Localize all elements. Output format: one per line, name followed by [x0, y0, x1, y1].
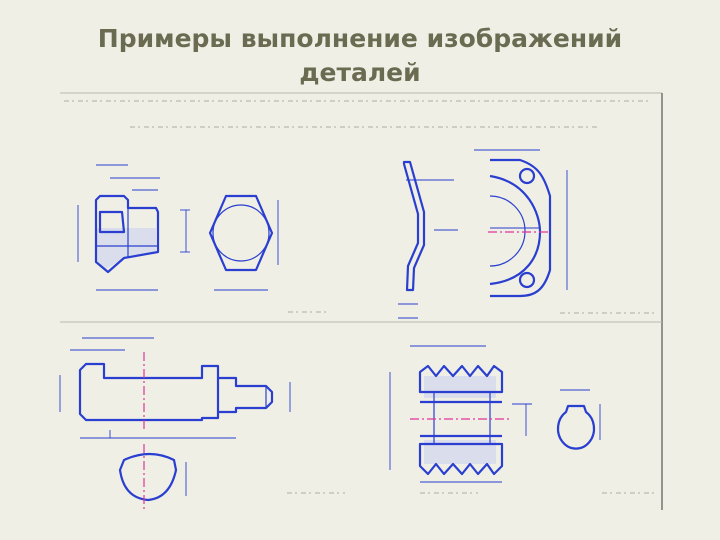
slide-title: Примеры выполнение изображений деталей: [60, 22, 660, 90]
nut-top-view-icon: [208, 194, 279, 291]
shaft-view-icon: [59, 337, 291, 439]
shaft-section-icon: [118, 444, 187, 510]
slide-title-line-2: деталей: [299, 58, 421, 87]
drawing-frame: [60, 92, 663, 510]
pulley-section-icon: [389, 345, 532, 483]
faded-notes: [64, 100, 656, 494]
slide-title-line-1: Примеры выполнение изображений: [97, 24, 623, 53]
nut-front-view-icon: [77, 164, 190, 291]
pulley-hub-section-icon: [556, 389, 601, 450]
bent-plate-front-view-icon: [474, 149, 568, 298]
bent-plate-side-view-icon: [398, 160, 458, 319]
